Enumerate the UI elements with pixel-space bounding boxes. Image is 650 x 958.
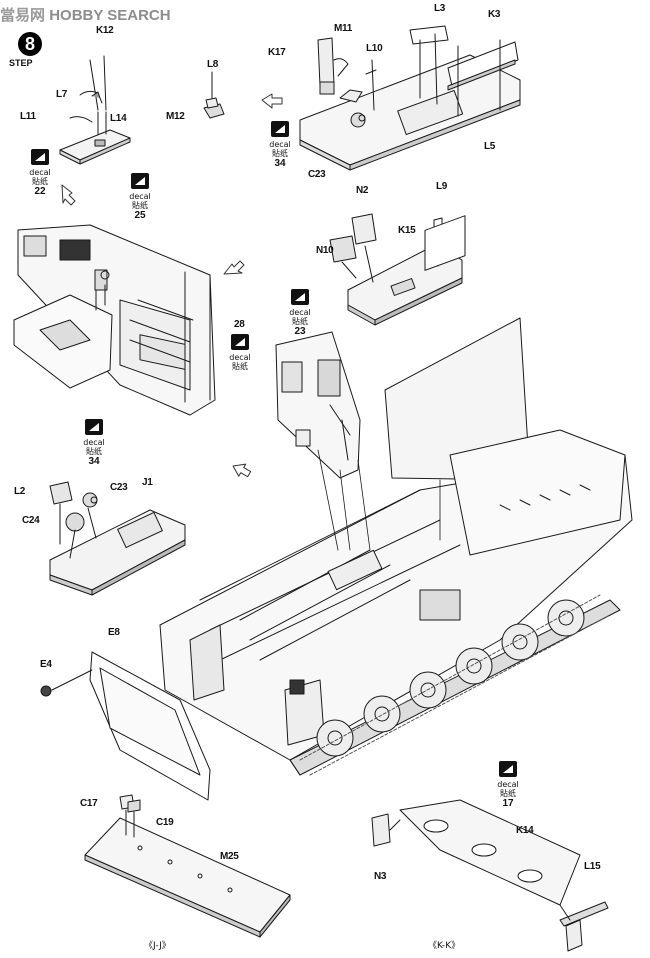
part-label: L11 (20, 111, 36, 122)
part-label: L3 (434, 3, 446, 14)
part-label: L2 (14, 486, 26, 497)
watermark: 當易网 HOBBY SEARCH (0, 6, 171, 24)
view-label-jj: 《J-J》 (144, 941, 171, 951)
part-label: K15 (398, 225, 416, 236)
part-label: L10 (366, 43, 383, 54)
part-label: C23 (110, 482, 128, 493)
part-E8-door (40, 651, 211, 801)
part-floor-upper (299, 25, 521, 171)
part-label: M12 (166, 111, 185, 122)
part-label: C19 (156, 817, 174, 828)
step-number: 8 (18, 32, 42, 56)
part-label: N3 (374, 871, 387, 882)
part-label: N10 (316, 245, 334, 256)
decal-icon (85, 419, 103, 435)
decal-icon (499, 761, 517, 777)
part-label: L8 (207, 59, 219, 70)
decal-icon (291, 289, 309, 305)
part-label: K12 (96, 25, 114, 36)
part-label: N2 (356, 185, 369, 196)
part-label: C23 (308, 169, 326, 180)
part-label: E4 (40, 659, 52, 670)
arrow-icon (61, 93, 283, 478)
part-label: K17 (268, 47, 286, 58)
part-M12 (203, 71, 225, 119)
decal-icon (271, 121, 289, 137)
part-label: L14 (110, 113, 127, 124)
part-label: J1 (142, 477, 153, 488)
decal-icon (31, 149, 49, 165)
part-label: L15 (584, 861, 601, 872)
part-label: L5 (484, 141, 496, 152)
part-label: L7 (56, 89, 68, 100)
part-label: 28 (234, 319, 245, 330)
part-label: K14 (516, 825, 534, 836)
part-label: C24 (22, 515, 40, 526)
main-hull (159, 215, 633, 776)
part-L14 (59, 55, 131, 165)
part-left-wall (13, 224, 216, 416)
part-label: M11 (334, 23, 353, 34)
part-label: E8 (108, 627, 120, 638)
step-label: STEP (9, 58, 33, 68)
decal-icon (131, 173, 149, 189)
view-label-kk: 《K-K》 (428, 941, 461, 951)
part-M25 (84, 794, 291, 938)
step-badge: 8 STEP (5, 30, 51, 76)
part-label: M25 (220, 851, 239, 862)
part-J1-floor (49, 481, 186, 596)
part-middle-wall (275, 331, 361, 479)
part-label: K3 (488, 9, 501, 20)
part-K14 (371, 799, 609, 952)
part-label: L9 (436, 181, 448, 192)
part-label: C17 (80, 798, 98, 809)
decal-icon (231, 334, 249, 350)
